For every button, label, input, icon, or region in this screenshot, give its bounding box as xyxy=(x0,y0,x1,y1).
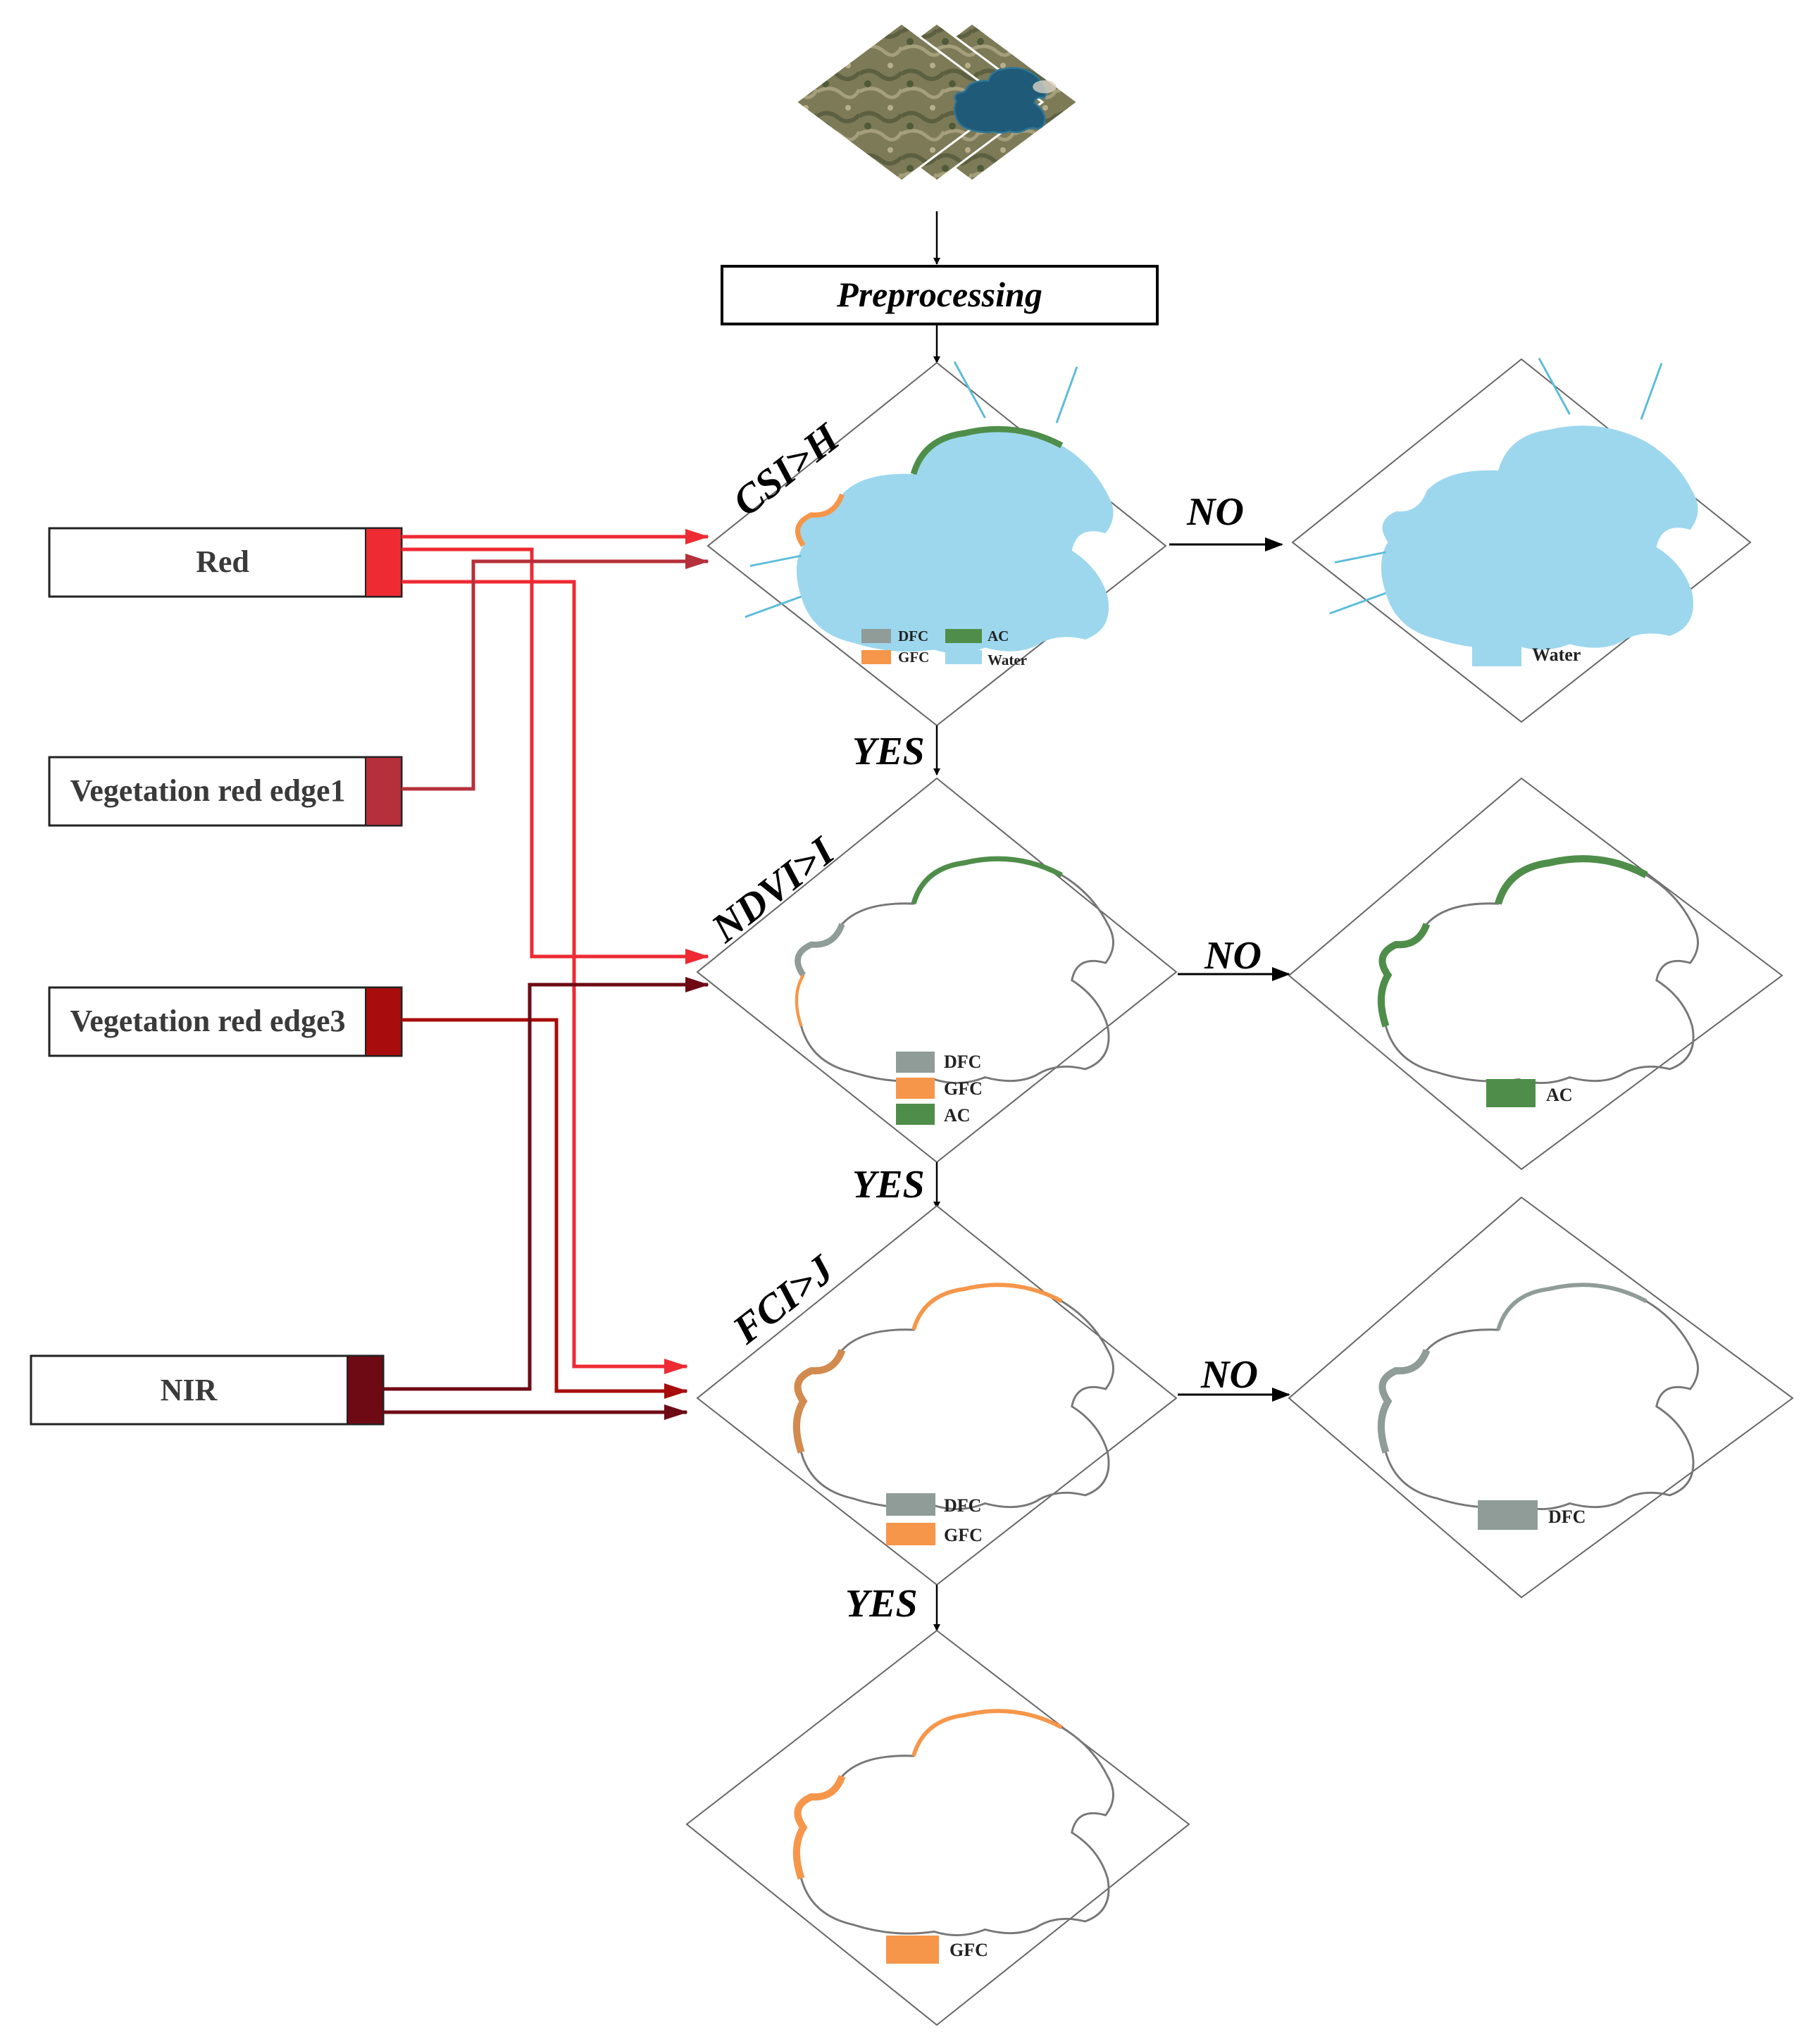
svg-text:GFC: GFC xyxy=(949,1940,988,1960)
fci-legend: DFC GFC xyxy=(886,1493,983,1545)
band-swatch-rededge3 xyxy=(365,987,402,1057)
band-label-red: Red xyxy=(196,544,249,579)
band-connectors xyxy=(383,529,709,1420)
band-box-rededge3: Vegetation red edge3 xyxy=(48,986,403,1057)
preprocessing-label: Preprocessing xyxy=(836,275,1042,314)
ndvi-no-label: NO xyxy=(1204,934,1262,978)
svg-text:DFC: DFC xyxy=(898,628,928,644)
band-swatch-rededge1 xyxy=(365,756,402,826)
satellite-image-stack xyxy=(794,22,1080,182)
band-label-rededge1: Vegetation red edge1 xyxy=(70,773,345,808)
ac-result: AC xyxy=(1288,777,1783,1171)
preprocessing-box: Preprocessing xyxy=(721,265,1159,325)
rededge3-to-fci-arrow xyxy=(401,1018,688,1399)
ndvi-decision: NDVI>I DFC GFC AC xyxy=(696,777,1178,1164)
water-result: Water xyxy=(1291,357,1752,723)
csi-map xyxy=(745,361,1114,654)
csi-yes-label: YES xyxy=(852,730,925,773)
csi-decision: CSI>H DFC AC GFC Water xyxy=(706,361,1167,727)
svg-text:GFC: GFC xyxy=(898,649,929,666)
svg-text:AC: AC xyxy=(988,628,1009,644)
band-label-nir: NIR xyxy=(161,1373,218,1407)
rededge1-to-csi-arrow xyxy=(401,554,709,791)
fci-no-label: NO xyxy=(1200,1353,1258,1397)
ndvi-map xyxy=(795,856,1114,1085)
svg-text:DFC: DFC xyxy=(944,1495,981,1516)
water-map xyxy=(1329,357,1698,650)
red-to-ndvi-arrow xyxy=(401,547,709,964)
red-to-fci-arrow xyxy=(401,580,688,1374)
svg-text:DFC: DFC xyxy=(944,1052,981,1072)
fci-map xyxy=(792,1283,1114,1511)
band-swatch-nir xyxy=(347,1355,384,1425)
svg-text:Water: Water xyxy=(1532,644,1581,665)
band-box-rededge1: Vegetation red edge1 xyxy=(48,756,403,827)
svg-text:DFC: DFC xyxy=(1548,1507,1586,1527)
ac-map xyxy=(1377,855,1699,1085)
csi-legend: DFC AC GFC Water xyxy=(861,628,1027,668)
dfc-map xyxy=(1377,1283,1699,1511)
svg-text:AC: AC xyxy=(944,1105,971,1126)
svg-text:GFC: GFC xyxy=(944,1078,983,1099)
gfc-map xyxy=(792,1709,1114,1937)
svg-text:AC: AC xyxy=(1546,1085,1573,1105)
svg-text:Water: Water xyxy=(988,652,1027,668)
svg-text:GFC: GFC xyxy=(944,1525,983,1545)
fci-yes-label: YES xyxy=(845,1582,918,1626)
fci-decision: FCI>J DFC GFC xyxy=(696,1204,1178,1586)
band-swatch-red xyxy=(365,528,402,597)
nir-to-ndvi-arrow xyxy=(383,977,709,1391)
band-box-red: Red xyxy=(48,527,403,598)
ndvi-yes-label: YES xyxy=(852,1163,925,1207)
dfc-result: DFC xyxy=(1288,1196,1794,1599)
csi-no-label: NO xyxy=(1186,490,1244,534)
band-label-rededge3: Vegetation red edge3 xyxy=(70,1004,345,1038)
ndvi-legend: DFC GFC AC xyxy=(896,1052,983,1126)
gfc-result: GFC xyxy=(685,1629,1190,2026)
band-box-nir: NIR xyxy=(30,1354,385,1426)
